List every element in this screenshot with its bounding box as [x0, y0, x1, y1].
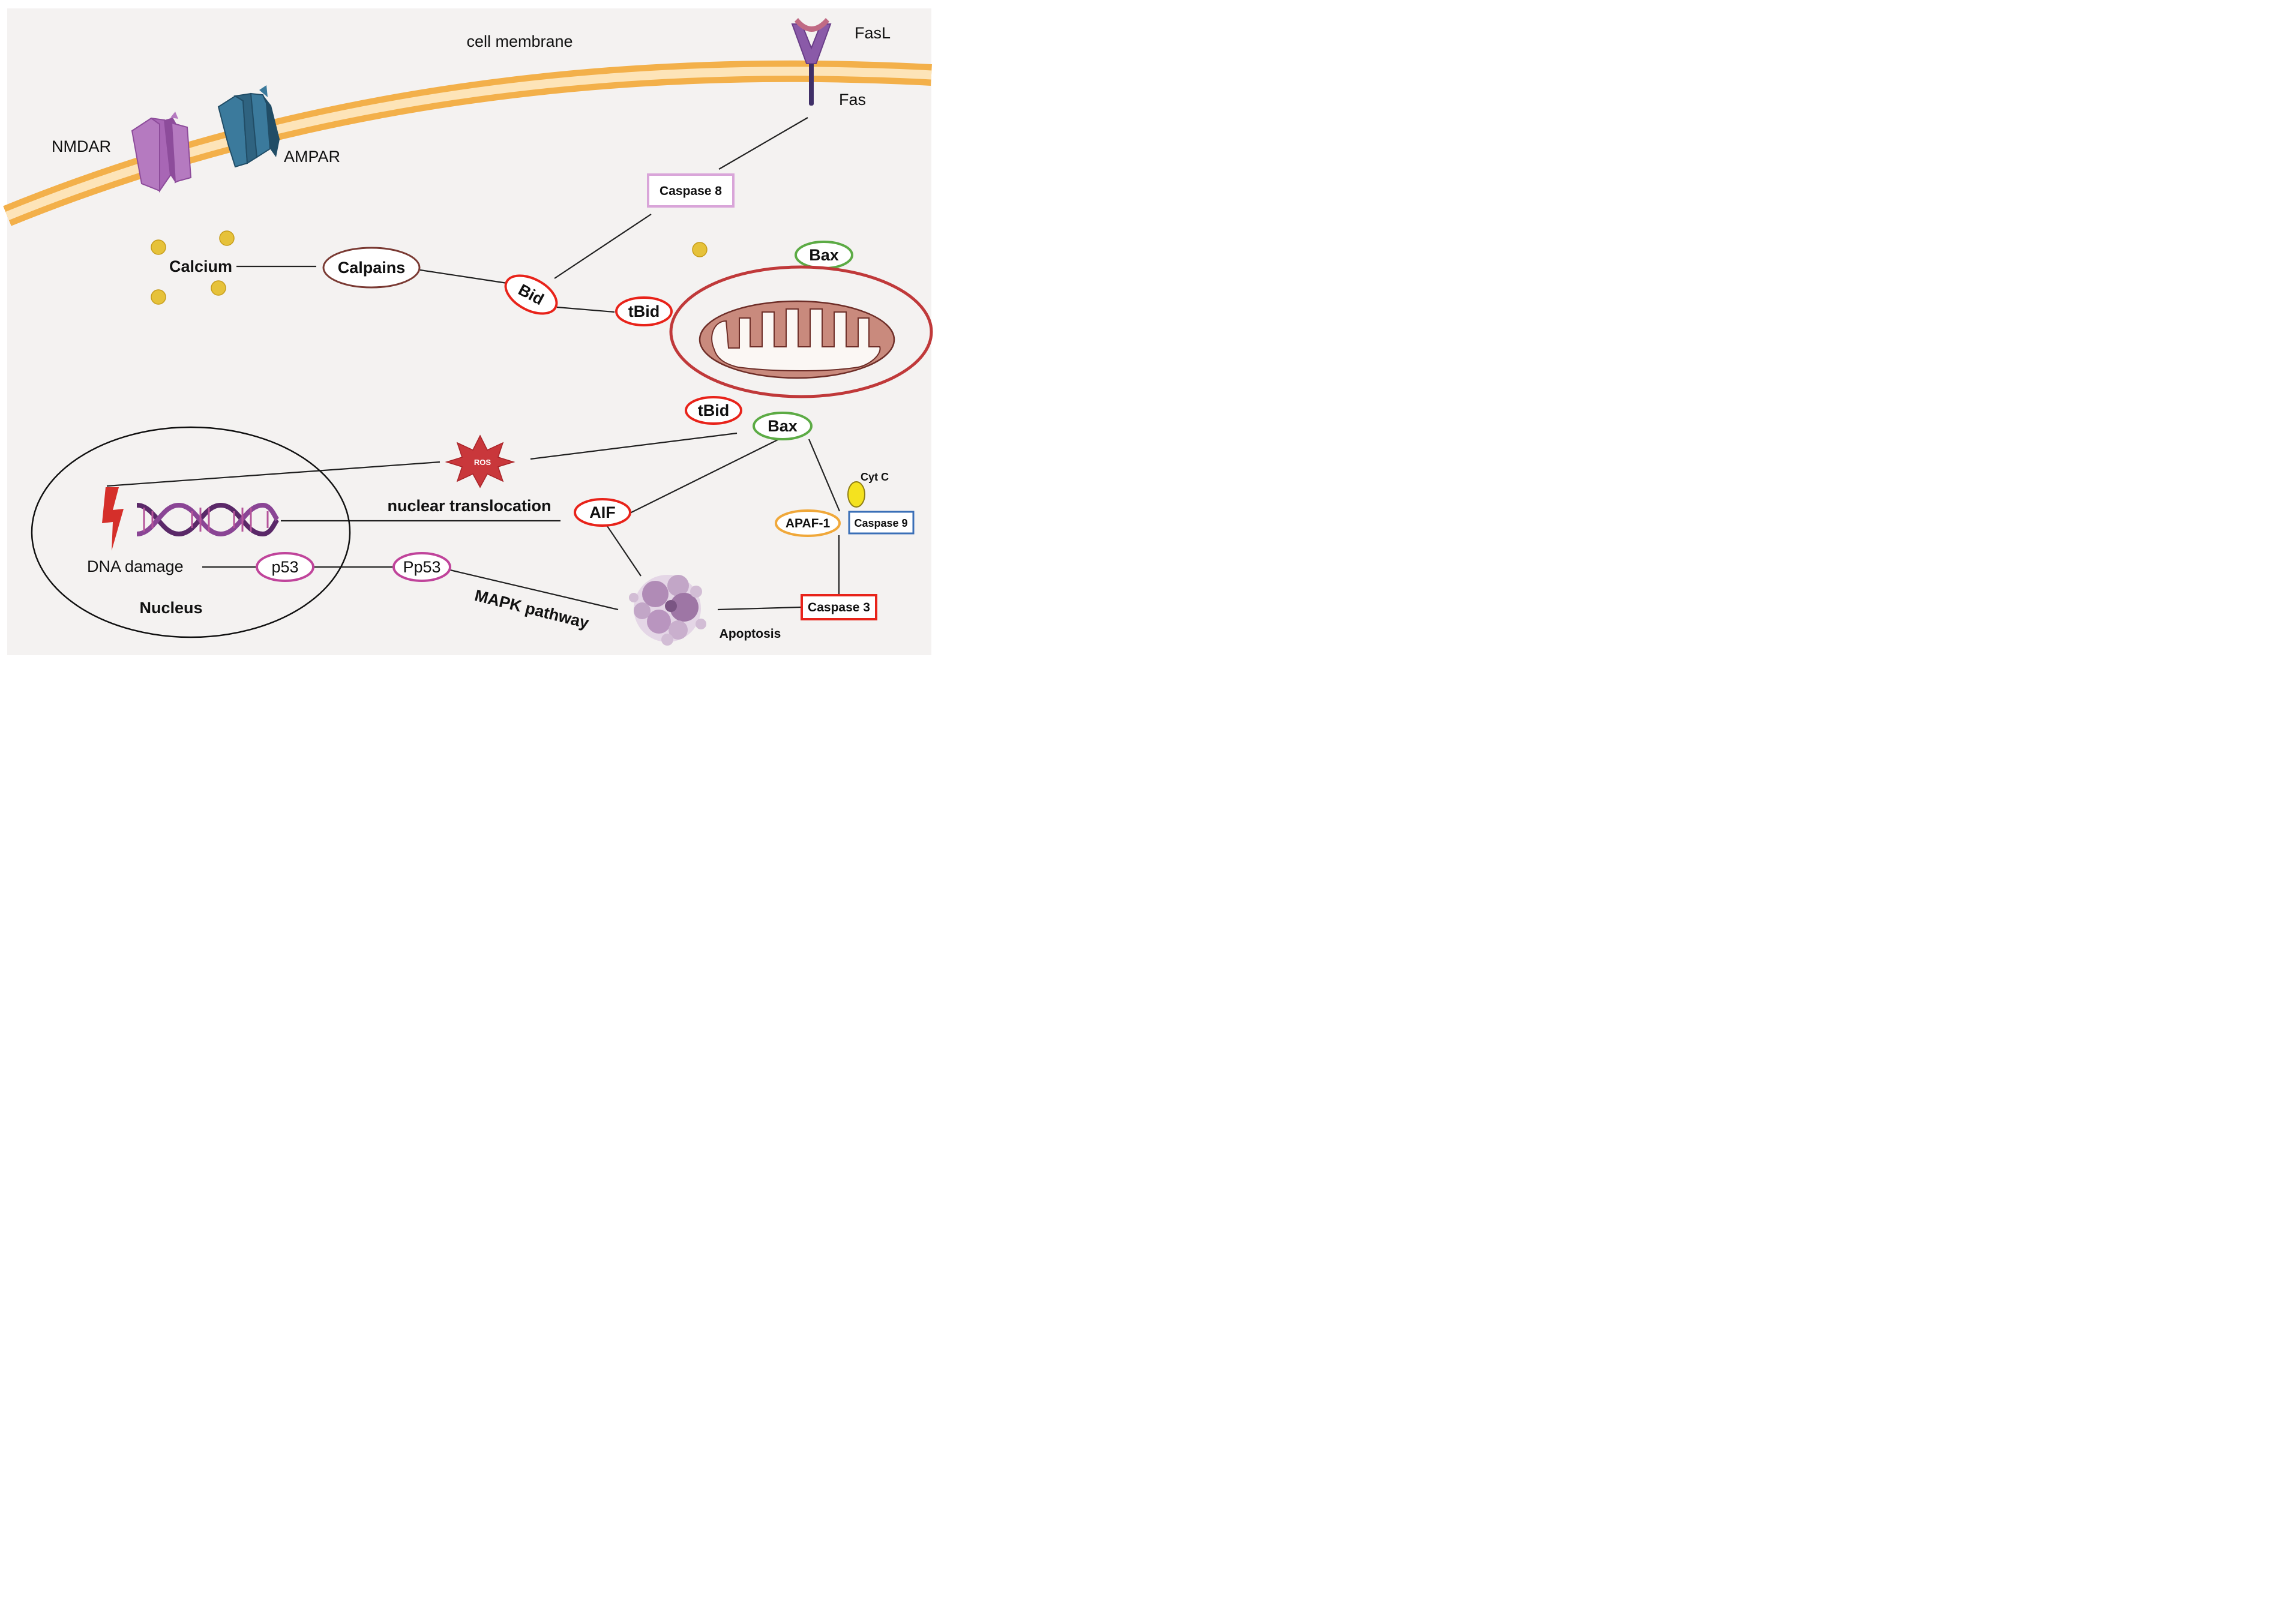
- tbid-lower-node: tBid: [685, 396, 742, 425]
- aif-node: AIF: [574, 498, 631, 527]
- calcium-label: Calcium: [169, 257, 232, 275]
- bax-upper-label: Bax: [809, 246, 839, 264]
- ampar-receptor-icon: [217, 85, 280, 168]
- ampar-label: AMPAR: [284, 148, 340, 166]
- bax-upper-node: Bax: [795, 241, 853, 269]
- tbid-lower-label: tBid: [698, 401, 729, 419]
- ros-burst-icon: ROS: [445, 434, 515, 488]
- p53-node: p53: [256, 552, 314, 582]
- fasl-ligand-icon: [795, 18, 829, 32]
- apoptosis-label: Apoptosis: [720, 627, 781, 641]
- p53-label: p53: [271, 558, 298, 576]
- caspase-9-box: Caspase 9: [848, 511, 915, 535]
- diagram-canvas: cell membrane NMDAR AMPAR FasL Fas: [3, 8, 933, 655]
- bax-lower-label: Bax: [768, 417, 798, 435]
- apaf-1-node: APAF-1: [775, 509, 841, 537]
- dna-helix-icon: [136, 502, 280, 537]
- dna-damage-bolt-icon: [102, 487, 124, 551]
- cell-membrane: [3, 60, 932, 226]
- dna-damage-label: DNA damage: [87, 557, 184, 575]
- calpains-label: Calpains: [338, 259, 406, 277]
- nmdar-label: NMDAR: [52, 137, 111, 155]
- caspase-8-label: Caspase 8: [660, 184, 722, 198]
- nucleus-boundary: [31, 426, 351, 638]
- bid-node: Bid: [504, 274, 558, 315]
- pp53-label: Pp53: [403, 558, 440, 576]
- apoptotic-cell-icon: [629, 575, 706, 646]
- tbid-upper-node: tBid: [615, 296, 673, 326]
- fasl-label: FasL: [855, 24, 891, 42]
- nmdar-receptor-icon: [131, 112, 192, 193]
- nuclear-translocation-label: nuclear translocation: [387, 497, 551, 515]
- ros-label: ROS: [474, 458, 491, 467]
- pathway-diagram: cell membrane NMDAR AMPAR FasL Fas: [0, 0, 936, 662]
- caspase-8-box: Caspase 8: [647, 173, 735, 208]
- apaf-1-label: APAF-1: [786, 517, 831, 530]
- tbid-upper-label: tBid: [628, 302, 660, 320]
- mitochondrion-icon: [669, 265, 933, 398]
- bax-lower-node: Bax: [753, 412, 813, 440]
- calpains-node: Calpains: [322, 247, 421, 289]
- cytc-label: Cyt C: [861, 471, 889, 483]
- cell-membrane-label: cell membrane: [466, 32, 572, 50]
- caspase-3-label: Caspase 3: [808, 601, 870, 614]
- pathway-links: [106, 117, 841, 611]
- caspase-3-box: Caspase 3: [801, 594, 877, 620]
- calcium-ions: [151, 230, 708, 305]
- pp53-node: Pp53: [392, 552, 451, 582]
- nucleus-label: Nucleus: [139, 599, 202, 617]
- caspase-9-label: Caspase 9: [854, 517, 907, 529]
- cytochrome-c-icon: [847, 481, 865, 508]
- aif-label: AIF: [589, 503, 616, 521]
- fas-label: Fas: [839, 91, 866, 109]
